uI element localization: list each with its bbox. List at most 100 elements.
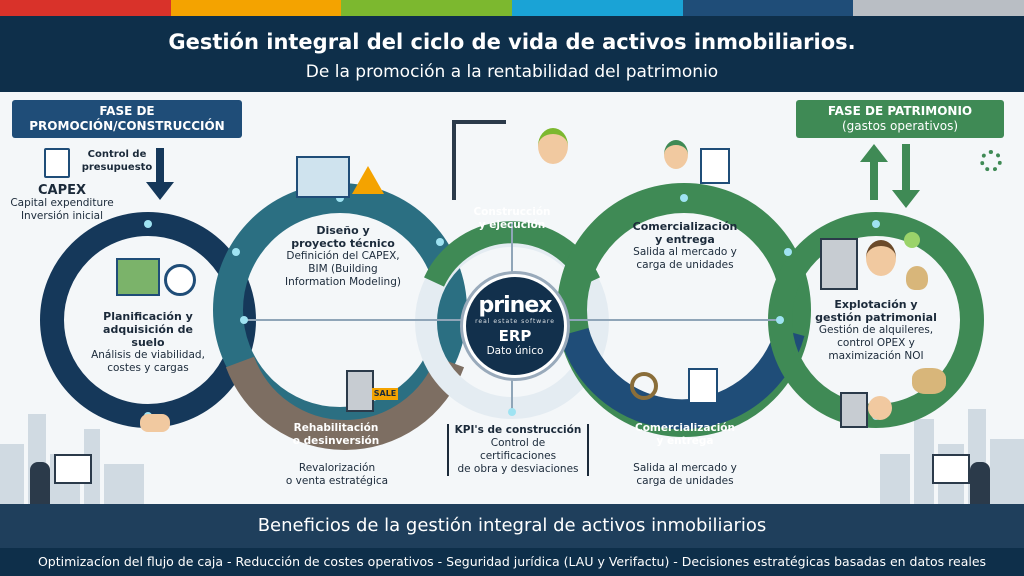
stage-rehab: Rehabilitación o desinversión [286,422,386,448]
design-desc-2: BIM (Building [308,263,378,275]
capex-title: CAPEX [37,183,87,198]
chart-board-right-icon [932,454,970,484]
erp-label: ERP [498,327,532,345]
stage-exploitation: Explotación y gestión patrimonial Gestió… [806,298,946,363]
money-bag-icon [906,266,928,290]
ruler-icon [352,166,384,194]
gear-icon [980,150,1002,172]
construction-title-2: y ejecución [478,219,546,231]
crane-icon [452,120,506,200]
arrow-down-icon [146,148,174,200]
rehab-desc: Revalorización o venta estratégica [282,462,392,488]
phase-construction-box: FASE DE PROMOCIÓN/CONSTRUCCIÓN [12,100,242,138]
capex-line2: Inversión inicial [20,210,104,222]
agent-icon [664,140,688,169]
phase-left-title: FASE DE PROMOCIÓN/CONSTRUCCIÓN [29,104,225,133]
exploitation-desc-3: maximización NOI [828,350,924,362]
stage-design: Diseño y proyecto técnico Definición del… [280,224,406,289]
design-desc-1: Definición del CAPEX, [286,250,400,262]
stripe-blue [682,0,854,16]
capex-line1: Capital expenditure [10,197,114,209]
building-icon [346,370,374,412]
stripe-grey [853,0,1024,16]
page-title: Gestión integral del ciclo de vida de ac… [168,30,856,54]
prinex-logo: prinex [478,293,553,318]
arrow-up-icon [860,144,888,200]
ring-rehab-arc [225,356,465,450]
commercial-bottom-desc-2: carga de unidades [636,475,734,487]
header: Gestión integral del ciclo de vida de ac… [0,16,1024,92]
planning-desc-1: Análisis de viabilidad, [91,349,205,361]
capex-block: CAPEX Capital expenditure Inversión inic… [6,184,118,223]
worker-icon [538,128,568,164]
presenter-right-icon [970,462,990,504]
design-desc-3: Information Modeling) [285,276,401,288]
rehab-desc-2: o venta estratégica [285,475,389,487]
stage-construction: Construcción y ejecución [462,206,562,232]
stage-commercial-bottom: Comercialización y entrega [620,422,750,448]
commercial-bottom-title-2: y entrega [656,435,714,447]
planning-title-2: adquisición de suelo [103,323,193,349]
exploitation-desc-1: Gestión de alquileres, [818,324,934,336]
stage-commercial-top: Comercialización y entrega Salida al mer… [620,220,750,272]
manager-icon [866,240,896,276]
commercial-top-desc-1: Salida al mercado y [633,246,737,258]
budget-control-label: Control de presupuesto [81,149,153,173]
erp-hub: prinex real estate software ERP Dato úni… [463,274,567,378]
prinex-tagline: real estate software [475,318,555,325]
single-data-label: Dato único [486,345,544,357]
tenant-building-icon [840,392,868,428]
sale-sign: SALE [372,388,398,400]
spokes [244,222,780,412]
commercial-top-desc-2: carga de unidades [636,259,734,271]
smile-icon [904,232,920,248]
rehab-title-2: o desinversión [292,435,380,447]
kpi-line2: de obra y desviaciones [457,463,579,475]
compass-icon [164,264,196,296]
commercial-bottom-desc-1: Salida al mercado y [633,462,737,474]
color-stripe [0,0,1024,16]
arrow-down-right-icon [892,144,920,208]
phase-right-title: FASE DE PATRIMONIO [827,104,973,118]
presenter-left-icon [30,462,50,504]
lifecycle-diagram: FASE DE PROMOCIÓN/CONSTRUCCIÓN FASE DE P… [0,92,1024,504]
kpi-box: KPI's de construcción Control de certifi… [447,424,589,476]
keys-icon [630,372,658,400]
commercial-bottom-title-1: Comercialización [635,422,735,434]
commercial-top-title-1: Comercialización [632,220,738,233]
kpi-title: KPI's de construcción [454,424,582,436]
money-bags-icon [912,368,946,394]
kpi-line1: Control de certificaciones [479,437,557,462]
planning-desc-2: costes y cargas [107,362,189,374]
apartment-icon [820,238,858,290]
benefits-list: Optimizacíon del flujo de caja - Reducci… [0,548,1024,576]
design-title-1: Diseño y [316,224,370,237]
stripe-red [0,0,171,16]
commercial-top-title-2: y entrega [655,233,715,246]
benefits-title: Beneficios de la gestión integral de act… [0,504,1024,548]
commercial-bottom-desc: Salida al mercado y carga de unidades [620,462,750,488]
blueprint-icon [296,156,350,198]
tenant-icon [868,396,892,420]
stripe-green [341,0,513,16]
contract-icon [700,148,730,184]
exploitation-title-1: Explotación y [834,298,918,311]
construction-title-1: Construcción [473,206,551,218]
exploitation-title-2: gestión patrimonial [815,311,937,324]
clipboard-icon [44,148,70,178]
chart-board-left-icon [54,454,92,484]
stripe-cyan [512,0,683,16]
phase-patrimony-box: FASE DE PATRIMONIO (gastos operativos) [796,100,1004,138]
map-icon [116,258,160,296]
rehab-title-1: Rehabilitación [293,422,379,434]
ring-commercial-arc [559,327,805,430]
stripe-orange [170,0,342,16]
handshake-icon [140,414,170,432]
phase-right-subtitle: (gastos operativos) [841,119,959,133]
rehab-desc-1: Revalorización [298,462,376,474]
document-icon [688,368,718,404]
stage-planning: Planificación y adquisición de suelo Aná… [88,310,208,375]
exploitation-desc-2: control OPEX y [837,337,915,349]
design-title-2: proyecto técnico [291,237,395,250]
planning-title-1: Planificación y [103,310,193,323]
